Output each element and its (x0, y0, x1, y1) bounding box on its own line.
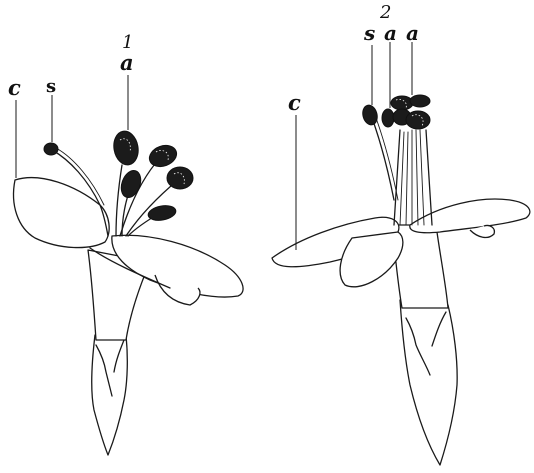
flower-2-anther (410, 95, 430, 107)
flower-2-style (372, 118, 394, 200)
flower-1-label-stigma: s (46, 76, 56, 97)
flower-2-stamen-column (394, 130, 432, 225)
flower-2-anther (382, 109, 394, 127)
flower-1: 1 a s c (8, 32, 243, 455)
flower-1-anther (167, 167, 193, 189)
flower-2-label-stigma: s (363, 21, 375, 45)
flower-1-anther (118, 168, 144, 200)
flower-1-label-corolla: c (8, 75, 21, 100)
flower-1-anther (111, 129, 141, 167)
flower-2: 2 s a a c (272, 2, 530, 465)
flower-2-number: 2 (379, 2, 391, 23)
flower-1-label-anther: a (120, 50, 134, 75)
flower-1-filament (116, 165, 122, 236)
flower-1-pedicel (92, 335, 128, 455)
flower-1-anther (147, 204, 177, 223)
flower-2-stigma (361, 104, 380, 127)
flower-1-anther (146, 142, 179, 170)
flower-2-petal-right (410, 199, 530, 233)
flower-2-anther (391, 96, 413, 110)
flower-2-label-anther-1: a (384, 21, 397, 45)
flower-2-anther (406, 111, 430, 129)
flower-2-pedicel (400, 300, 457, 465)
flower-2-label-anther-2: a (406, 21, 419, 45)
flower-1-stigma (44, 143, 58, 155)
flower-2-label-corolla: c (288, 90, 301, 115)
flower-2-style-inner (376, 118, 398, 200)
